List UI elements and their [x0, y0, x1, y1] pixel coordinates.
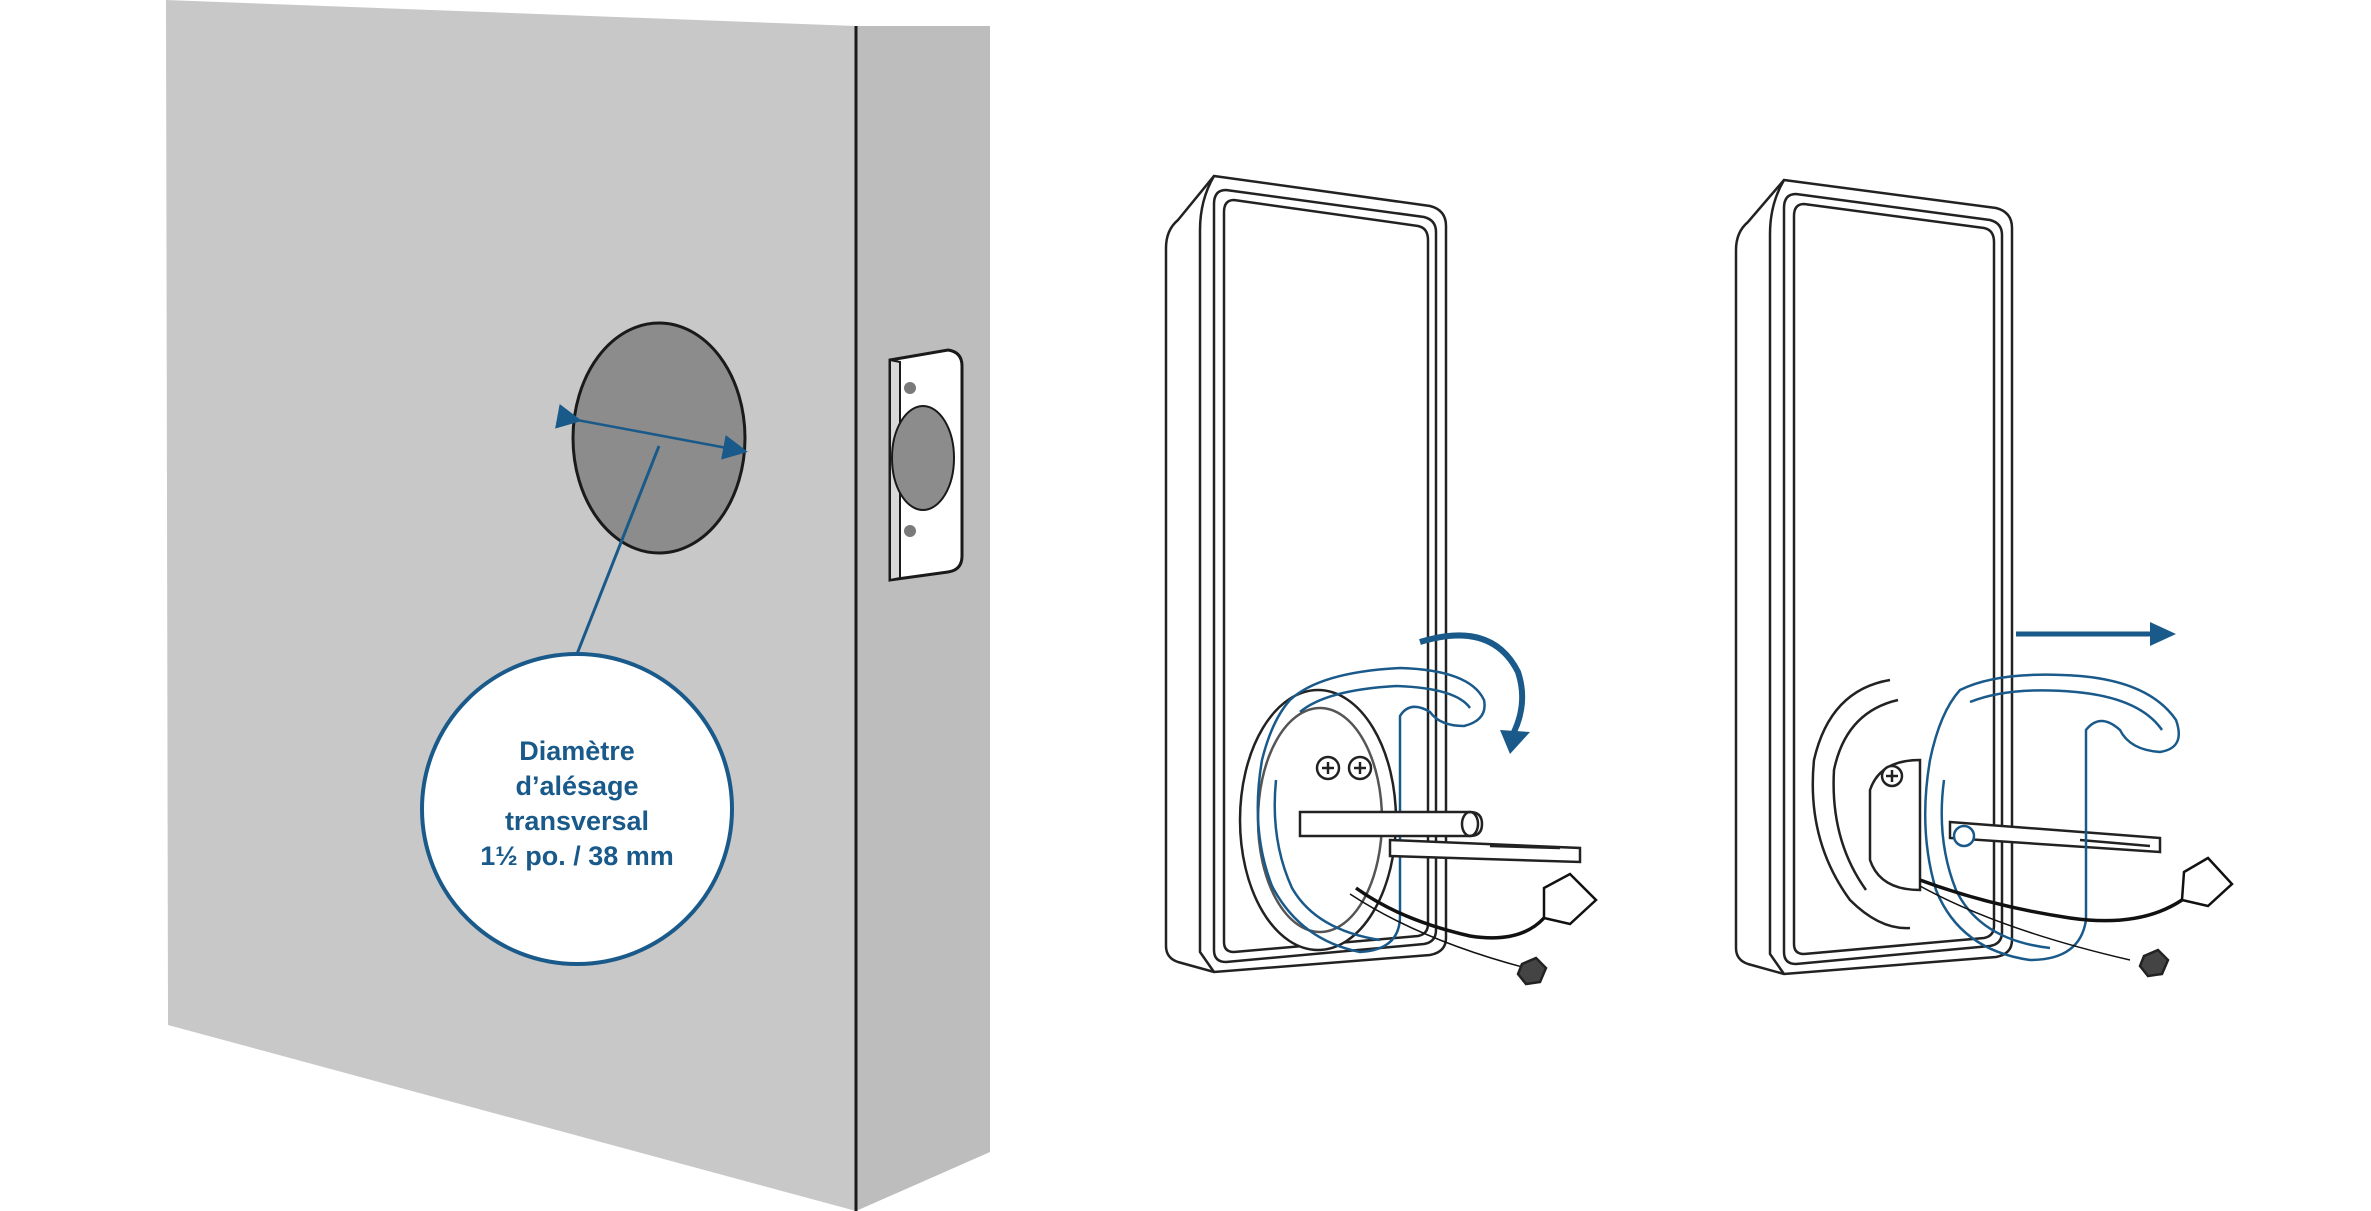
- lock-unit-rotate: [1164, 174, 1598, 986]
- rotate-arrow-head: [1500, 730, 1530, 754]
- adapter-bracket-blue: [1256, 666, 1486, 954]
- slide-arrow-head: [2150, 622, 2176, 646]
- callout-line-3: transversal: [504, 806, 650, 836]
- adapter-bracket-blue-2: [1923, 673, 2180, 962]
- door: [166, 0, 990, 1211]
- lock-face-panel-2: [1782, 192, 2004, 966]
- connector-plug-2: [2138, 948, 2170, 978]
- curved-rotate-arrow-icon: [1419, 632, 1526, 734]
- spindle: [1298, 810, 1484, 838]
- diameter-dimension-line: [555, 404, 748, 460]
- connector-plug: [1516, 956, 1548, 986]
- faceplate-screw-top: [904, 382, 916, 394]
- connector-2: [2180, 856, 2234, 908]
- lock-unit-slide: [1734, 178, 2234, 978]
- cable: [1354, 886, 1546, 940]
- cable-2: [1919, 878, 2183, 923]
- cross-bore-hole: [571, 321, 747, 555]
- door-face: [166, 0, 856, 1211]
- callout-text: Diamètre d’alésage transversal 1½ po. / …: [422, 734, 732, 874]
- callout-circle: [420, 652, 734, 966]
- lock-face-panel: [1212, 188, 1438, 964]
- connector: [1542, 872, 1598, 926]
- door-edge: [856, 26, 990, 1211]
- spindle-2: [1948, 820, 2162, 854]
- callout-leader-line: [575, 445, 661, 655]
- faceplate-screw-bottom: [904, 525, 916, 537]
- callout-line-1: Diamètre: [519, 736, 635, 766]
- latch-bore-hole: [891, 405, 955, 511]
- latch-faceplate: [888, 348, 964, 582]
- callout-line-2: d’alésage: [515, 771, 639, 801]
- callout-line-4: 1½ po. / 38 mm: [480, 841, 674, 871]
